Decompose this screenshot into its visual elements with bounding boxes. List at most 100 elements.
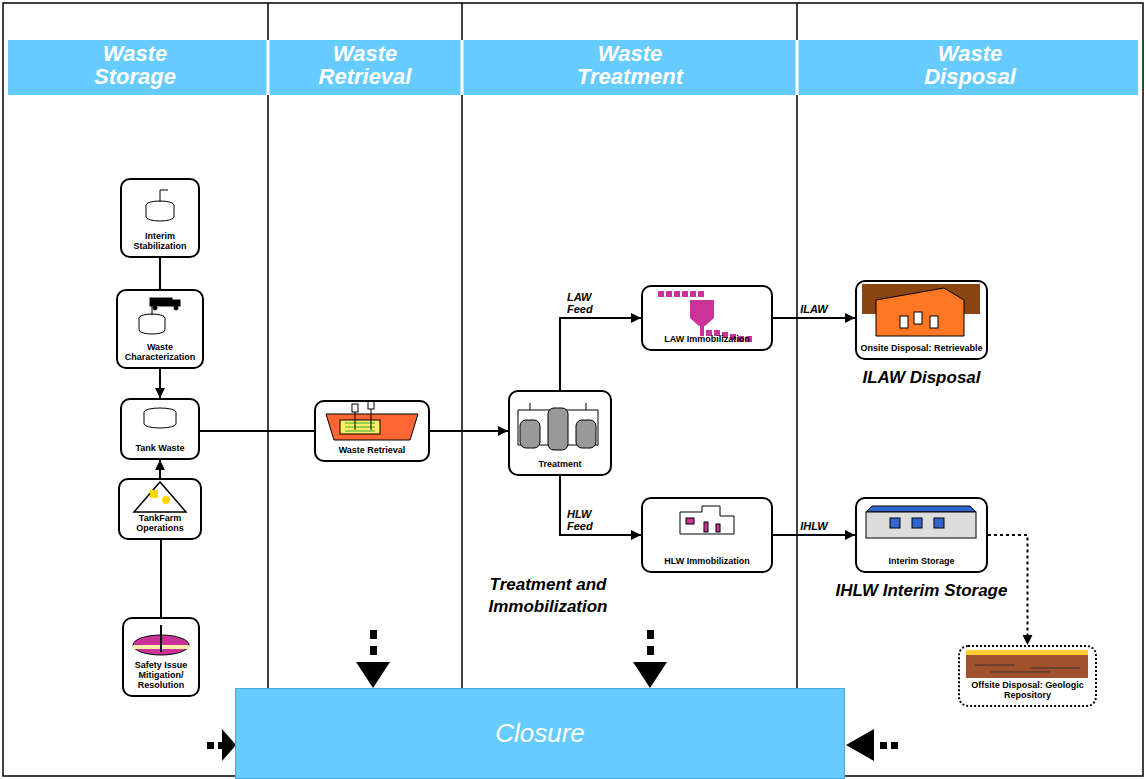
process-box: Waste Retrieval [314,400,430,462]
treatment-icon-part [548,408,568,450]
stabilization-icon-part [146,205,174,221]
onsite-disposal-icon [862,284,980,336]
interim-storage-icon-part [934,518,944,528]
interim-storage-icon-part [890,518,900,528]
stabilization-icon [146,190,174,221]
facility-box: Interim StorageIHLW Interim Storage [855,497,988,573]
law-melter-icon-part [666,291,672,297]
frame-part [461,40,464,95]
hlw-plant-icon-part [686,518,694,524]
hlw-plant-icon-part [716,524,720,532]
treatment-icon-part [576,420,596,448]
law-melter-icon-part [690,300,714,326]
frame-part [796,3,798,688]
frame-part [461,3,463,688]
closure-arrows-part [647,630,654,639]
tankfarm-icon [134,482,186,512]
closure-arrows-part [370,630,377,639]
tankfarm-icon-part [150,490,158,498]
process-box: TankFarm Operations [118,478,202,540]
node-label: Treatment [538,460,581,470]
retrieval-icon-part [368,401,374,409]
tankfarm-icon-part [134,482,186,512]
safety-icon [133,625,189,655]
frame-part [796,40,799,95]
edge-label: LAW Feed [566,291,602,315]
process-box: HLW Immobilization [641,497,773,573]
stabilization-icon-part [160,190,168,202]
node-label: Interim Storage [888,557,954,567]
onsite-disposal-icon-part [876,288,964,336]
characterization-icon-part [174,306,178,310]
flow-arrow [200,430,314,432]
flow-arrow [560,318,641,390]
column-header: Waste Treatment [565,42,695,88]
repository-icon-part [966,650,1088,678]
hlw-plant-icon-part [680,506,734,534]
law-melter-icon-part [658,291,664,297]
edge-label: IHLW [799,520,829,532]
process-box: Interim Stabilization [120,178,200,258]
law-melter-icon-part [690,291,696,297]
characterization-icon-part [172,300,180,306]
repository-icon-part [975,665,1080,672]
node-label: TankFarm Operations [123,514,197,534]
flow-arrow [160,540,162,617]
interim-storage-icon-part [866,512,976,538]
law-melter-icon-part [674,291,680,297]
flow-arrow [159,258,161,289]
frame-part [267,40,270,95]
safety-icon-part [160,625,162,652]
node-label: Safety Issue Mitigation/ Resolution [127,661,195,691]
closure-arrows-part [222,729,236,761]
process-box: Safety Issue Mitigation/ Resolution [122,617,200,697]
retrieval-icon-part [340,420,380,434]
frame-part [267,3,269,688]
closure-arrows-part [647,646,654,655]
retrieval-icon-part [355,412,356,430]
edge-label: ILAW [799,303,829,315]
tank-icon [144,408,176,428]
treatment-icon-part [520,420,540,448]
node-heading: IHLW Interim Storage [832,581,1011,601]
flow-arrow [159,369,161,398]
node-label: Waste Retrieval [339,446,406,456]
column-header: Waste Disposal [905,42,1035,88]
column-header: Waste Storage [70,42,200,88]
hlw-plant-icon [680,506,734,534]
frame [3,3,1143,776]
law-melter-icon-part [682,291,688,297]
closure-arrows-part [846,729,874,761]
node-label: Closure [495,719,585,748]
closure-arrows-part [207,742,214,749]
node-label: LAW Immobilization [664,335,750,345]
characterization-icon [139,298,180,334]
flow-arrow [430,430,508,432]
node-label: Interim Stabilization [125,232,195,252]
treatment-icon [518,403,598,450]
characterization-icon-part [150,298,172,306]
repository-icon [966,650,1088,678]
repository-box: Offsite Disposal: Geologic Repository [958,645,1097,707]
onsite-disposal-icon-part [900,316,908,328]
frame-part [3,3,1143,776]
edge-label: HLW Feed [566,508,602,532]
retrieval-icon-part [326,414,418,440]
node-label: Tank Waste [135,444,184,454]
flow-arrow [560,476,641,535]
tank-icon-part [144,412,176,428]
closure-arrows-part [880,742,887,749]
facility-box: Onsite Disposal: RetrievableILAW Disposa… [855,280,988,360]
interim-storage-icon [866,506,976,538]
node-label: Waste Characterization [121,343,199,363]
process-box: Treatment [508,390,612,476]
node-label: Onsite Disposal: Retrievable [860,344,982,354]
process-box: Tank Waste [120,398,200,460]
column-header: Waste Retrieval [300,42,430,88]
node-label: Offsite Disposal: Geologic Repository [963,681,1092,701]
retrieval-icon [326,401,418,440]
flow-arrow [773,317,855,319]
retrieval-icon-part [352,404,358,412]
hlw-plant-icon-part [704,522,708,532]
onsite-disposal-icon-part [930,316,938,328]
